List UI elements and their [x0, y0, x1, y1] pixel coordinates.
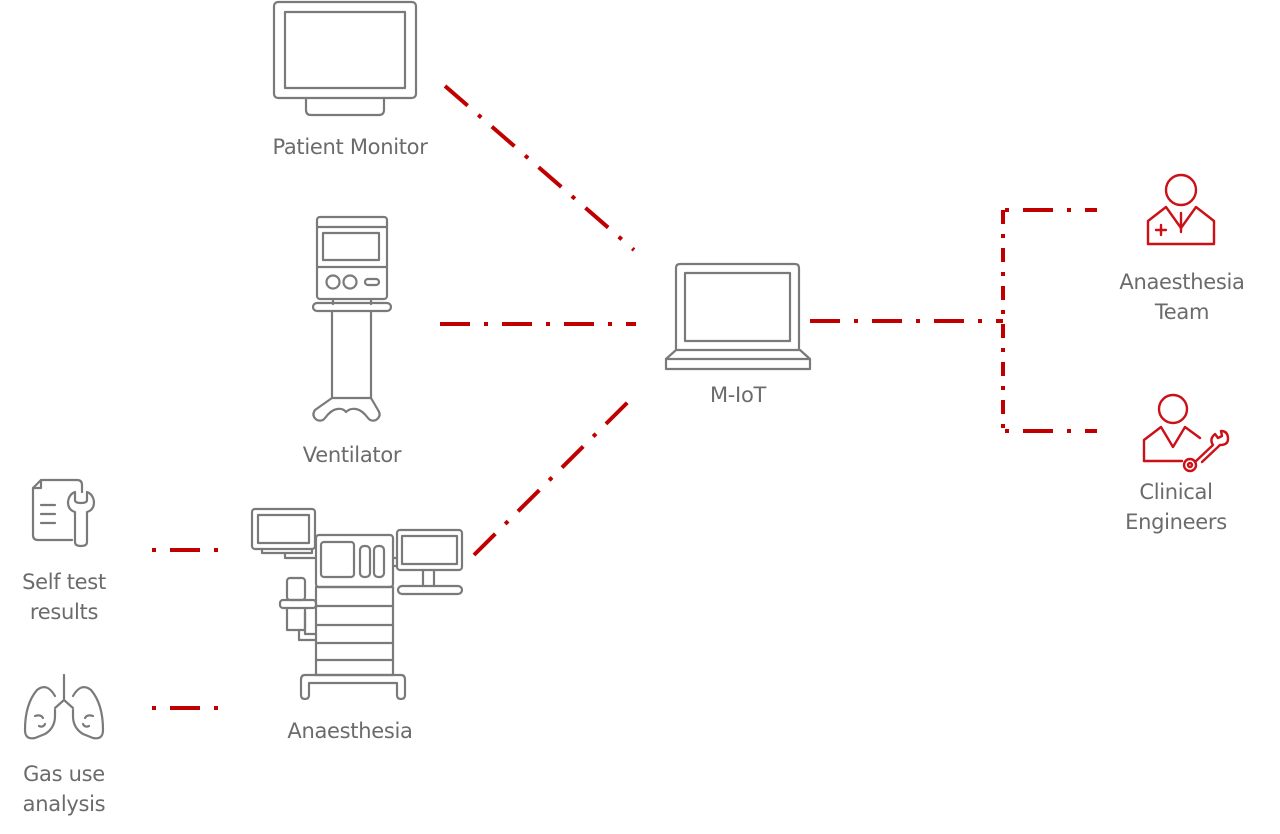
anaesthesia-label: Anaesthesia: [287, 719, 413, 743]
ventilator-label: Ventilator: [302, 443, 402, 467]
connectors: [152, 84, 1097, 710]
m-iot-label: M-IoT: [709, 383, 767, 407]
ventilator-icon: [311, 215, 393, 422]
clinical-engineers-label-line2: Engineers: [1125, 510, 1227, 534]
gas-use-label-line2: analysis: [22, 792, 106, 816]
monitor-icon: [272, 0, 418, 117]
self-test-label: Self test results: [4, 567, 124, 627]
document-wrench-icon: [31, 478, 96, 548]
lungs-icon: [23, 673, 105, 740]
self-test-label-line1: Self test: [22, 570, 106, 594]
engineer-icon: [1142, 393, 1230, 473]
connector-monitor-to-miot: [443, 84, 636, 252]
anaesthesia-machine-icon: [250, 507, 464, 701]
patient-monitor-label: Patient Monitor: [272, 135, 428, 159]
gas-use-label-line1: Gas use: [23, 762, 105, 786]
clinical-engineers-label-line1: Clinical: [1139, 480, 1213, 504]
gas-use-label: Gas use analysis: [4, 759, 124, 819]
anaesthesia-team-label: Anaesthesia Team: [1100, 267, 1264, 327]
anaesthesia-team-label-line1: Anaesthesia: [1119, 270, 1245, 294]
clinical-engineers-label: Clinical Engineers: [1096, 477, 1256, 537]
self-test-label-line2: results: [29, 600, 99, 624]
doctor-icon: [1146, 173, 1216, 246]
anaesthesia-team-label-line2: Team: [1154, 300, 1210, 324]
laptop-icon: [664, 262, 812, 371]
connector-anaesthesia-to-miot: [472, 394, 636, 557]
